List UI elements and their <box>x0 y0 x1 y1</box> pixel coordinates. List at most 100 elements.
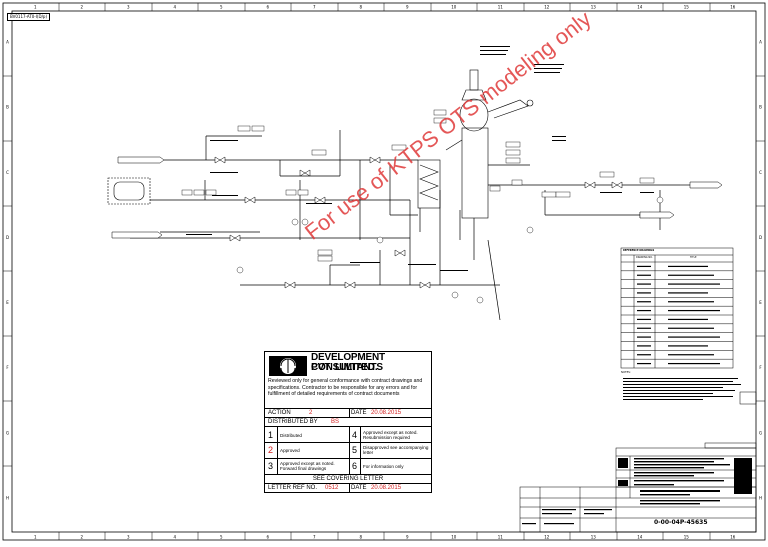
border-row-letter: B <box>759 105 762 110</box>
border-row-letter: H <box>759 495 762 500</box>
border-labels: 1122334455667788991010111112121313141415… <box>6 5 762 540</box>
letter-ref-row: LETTER REF NO. 0512 DATE 20.08.2015 <box>265 483 431 492</box>
border-row-letter: C <box>759 170 762 175</box>
reference-row-number <box>637 354 651 356</box>
option-2-number: 2 <box>268 445 274 455</box>
border-column-number: 7 <box>313 535 316 540</box>
border-row-letter: H <box>6 495 9 500</box>
border-ticks <box>3 3 765 540</box>
company-logo-icon <box>269 356 307 376</box>
valves <box>214 156 651 289</box>
action-label: ACTION <box>268 410 291 416</box>
distributed-row: DISTRIBUTED BY BS <box>265 417 431 426</box>
company-name-suffix: PVT. LIMITED. <box>311 362 378 373</box>
reference-header-drawing-no: DRAWING NO. <box>636 256 653 259</box>
notes-label: NOTES: <box>621 371 631 374</box>
border-column-number: 15 <box>684 5 690 10</box>
border-column-number: 10 <box>451 5 457 10</box>
reference-table-title: REFERENCE DRAWINGS <box>623 249 655 252</box>
border-row-letter: E <box>6 300 9 305</box>
reference-row-title <box>668 274 714 276</box>
reference-row-title <box>668 283 720 285</box>
covering-letter-row: SEE COVERING LETTER <box>265 474 431 483</box>
reference-table <box>620 247 734 369</box>
border-row-letter: A <box>6 40 9 45</box>
drawing-code-label: BV0117-AT0-I(D/p) <box>7 13 51 21</box>
border-row-letter: D <box>6 235 9 240</box>
border-column-number: 6 <box>266 535 269 540</box>
storage-tank <box>107 177 151 205</box>
border-column-number: 3 <box>127 5 130 10</box>
border-column-number: 14 <box>637 535 643 540</box>
reference-header-title: TITLE <box>690 256 697 259</box>
deaerator-vessel <box>445 69 534 219</box>
title-block-logo <box>618 458 752 494</box>
border-column-number: 14 <box>637 5 643 10</box>
border-column-number: 11 <box>498 5 504 10</box>
border-column-number: 10 <box>451 535 457 540</box>
reference-row-title <box>668 301 714 303</box>
option-6-number: 6 <box>352 461 358 471</box>
process-annotations <box>186 46 654 271</box>
option-1-number: 1 <box>268 430 274 440</box>
border-column-number: 12 <box>544 5 550 10</box>
reference-row-number <box>637 301 651 303</box>
reference-row-title <box>668 336 720 338</box>
option-4-number: 4 <box>352 430 358 440</box>
border-row-letter: E <box>759 300 762 305</box>
date2-value: 20.08.2015 <box>371 485 402 491</box>
border-row-letter: A <box>759 40 762 45</box>
reference-row-title <box>668 354 714 356</box>
reference-row-title <box>668 265 708 268</box>
border-row-letter: F <box>6 365 9 370</box>
reference-row-number <box>637 345 651 347</box>
border-column-number: 2 <box>80 5 83 10</box>
reference-row-number <box>637 327 651 329</box>
reference-row-number <box>637 265 651 268</box>
reference-row-title <box>668 327 714 329</box>
border-column-number: 2 <box>80 535 83 540</box>
action-value: 2 <box>309 410 313 416</box>
reference-row-title <box>668 345 708 347</box>
option-5-text: Disapproved see accompanying letter <box>363 445 429 455</box>
border-column-number: 8 <box>359 535 362 540</box>
option-4-text: Approved except as noted. Resubmission r… <box>363 430 418 440</box>
border-column-number: 7 <box>313 5 316 10</box>
border-column-number: 5 <box>220 5 223 10</box>
option-1-text: Distributed <box>280 433 302 438</box>
border-column-number: 1 <box>34 535 37 540</box>
options-grid: 1 Distributed 2 Approved 3 Approved exce… <box>265 426 431 475</box>
border-column-number: 8 <box>359 5 362 10</box>
letter-ref-value: 0512 <box>325 485 339 491</box>
reference-row-title <box>668 362 720 365</box>
reference-row-number <box>637 309 651 312</box>
letter-ref-label: LETTER REF NO. <box>268 485 318 491</box>
action-row: ACTION 2 DATE 20.08.2015 <box>265 408 431 417</box>
drawing-number: 0-00-04P-45635 <box>654 519 708 526</box>
distributed-value: BS <box>331 419 340 425</box>
option-6-text: For information only <box>363 464 404 469</box>
border-column-number: 1 <box>34 5 37 10</box>
reference-row-title <box>668 309 720 312</box>
border-column-number: 11 <box>498 535 504 540</box>
border-column-number: 13 <box>591 5 597 10</box>
title-block <box>519 391 757 533</box>
title-block-text-lines <box>522 458 730 525</box>
border-column-number: 16 <box>730 5 736 10</box>
option-3-number: 3 <box>268 461 274 471</box>
date-value: 20.08.2015 <box>371 410 402 416</box>
border-column-number: 16 <box>730 535 736 540</box>
reference-row-number <box>637 336 651 338</box>
border-column-number: 3 <box>127 535 130 540</box>
reference-row-title <box>668 292 708 294</box>
heat-exchanger <box>417 159 441 209</box>
reference-row-number <box>637 274 651 276</box>
border-column-number: 6 <box>266 5 269 10</box>
instrument-tags <box>181 109 664 304</box>
line-connectors <box>111 156 723 239</box>
reference-row-number <box>637 283 651 285</box>
border-column-number: 12 <box>544 535 550 540</box>
distributed-label: DISTRIBUTED BY <box>268 419 318 425</box>
